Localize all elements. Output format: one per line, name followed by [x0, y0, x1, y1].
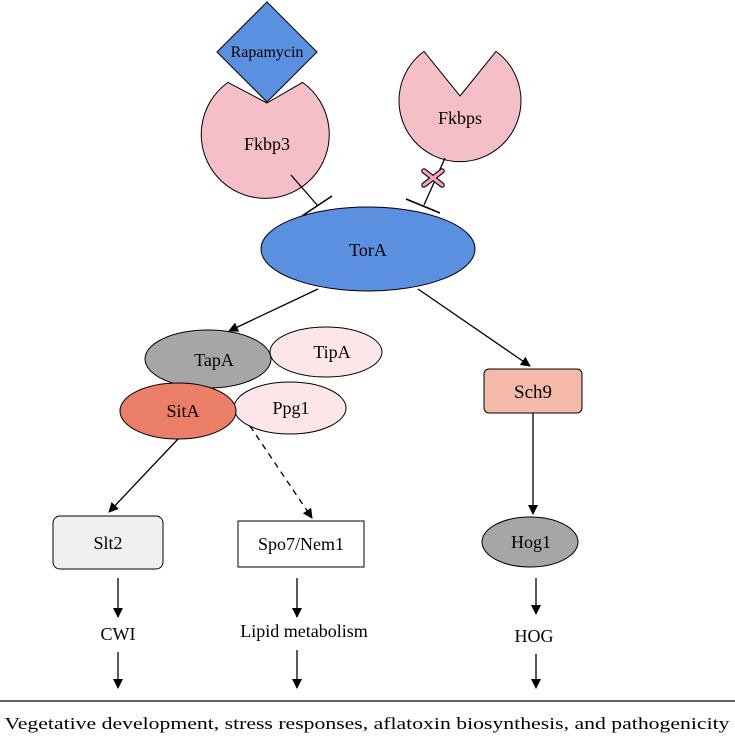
arrow-tora-to-sch9 [417, 288, 531, 367]
sita-label: SitA [166, 401, 199, 421]
hog1-label: Hog1 [511, 532, 551, 552]
fkbps-inhibition-bar [405, 198, 441, 214]
tora-label: TorA [349, 240, 387, 260]
rapamycin-diamond [216, 1, 318, 103]
blocked-cross-icon [421, 168, 445, 188]
rapamycin-label: Rapamycin [231, 44, 304, 61]
arrow-ppg1-to-spo7-nem1 [249, 425, 313, 519]
fkbps-shape [398, 50, 522, 163]
fkbps-label: Fkbps [438, 108, 482, 128]
tipa-ellipse [269, 326, 383, 378]
fkbp3-label: Fkbp3 [244, 134, 290, 154]
tora-ellipse [260, 206, 476, 292]
slt2-box [52, 515, 164, 570]
fkbp3-inhibition-bar [301, 195, 333, 217]
tapa-label: TapA [194, 350, 234, 370]
fkbp3-shape [200, 81, 330, 199]
hog1-ellipse [481, 516, 579, 568]
arrow-sita-to-slt2 [108, 438, 179, 513]
spo7-nem1-label: Spo7/Nem1 [258, 534, 344, 554]
arrow-tora-to-tapa [228, 288, 319, 332]
ppg1-label: Ppg1 [272, 398, 309, 418]
hog-label: HOG [515, 626, 554, 646]
tipa-label: TipA [313, 342, 350, 362]
slt2-label: Slt2 [93, 533, 122, 553]
cwi-label: CWI [101, 624, 136, 644]
spo7-nem1-box [237, 520, 365, 568]
sch9-label: Sch9 [514, 382, 552, 403]
footer-caption: Vegetative development, stress responses… [5, 714, 731, 733]
fkbp3-inhibition-line [290, 174, 319, 207]
lipid-metabolism-label: Lipid metabolism [240, 621, 368, 641]
